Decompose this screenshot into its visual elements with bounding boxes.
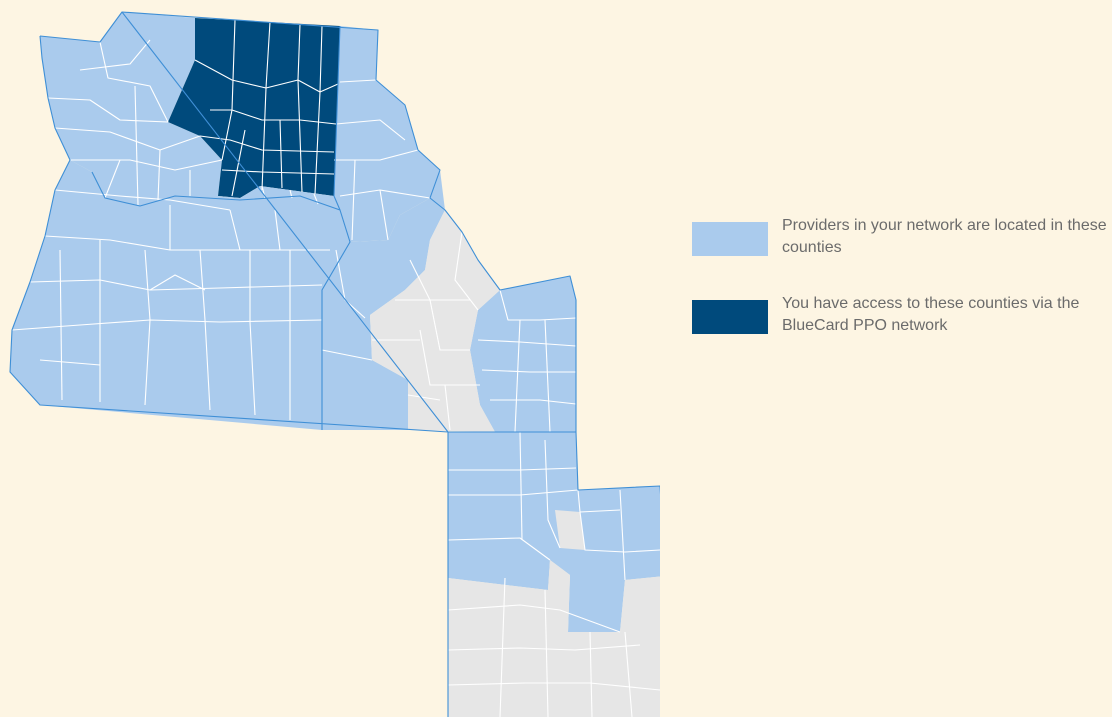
coverage-map — [9, 11, 660, 717]
map-legend: Providers in your network are located in… — [692, 214, 1112, 370]
state-borders — [9, 11, 660, 717]
southern-idaho-not-covered-region — [370, 210, 500, 432]
eastern-idaho-in-network-region — [470, 276, 576, 432]
utah-center-not-covered-pocket — [555, 510, 585, 550]
legend-label-in-network: Providers in your network are located in… — [782, 217, 1107, 256]
southern-utah-not-covered-region — [448, 560, 660, 717]
northern-utah-in-network-region — [448, 432, 660, 632]
legend-swatch-in-network — [692, 222, 768, 256]
legend-swatch-bluecard-ppo — [692, 300, 768, 334]
legend-item-in-network: Providers in your network are located in… — [692, 214, 1112, 264]
washington-bluecard-region — [168, 18, 340, 198]
southern-idaho-in-network-region — [322, 170, 445, 430]
washington-state-region — [40, 12, 222, 206]
legend-label-bluecard-ppo: You have access to these counties via th… — [782, 295, 1080, 334]
county-boundaries — [11, 19, 660, 717]
oregon-state-region — [10, 160, 350, 430]
idaho-panhandle-region — [334, 26, 440, 242]
legend-item-bluecard-ppo: You have access to these counties via th… — [692, 292, 1112, 342]
